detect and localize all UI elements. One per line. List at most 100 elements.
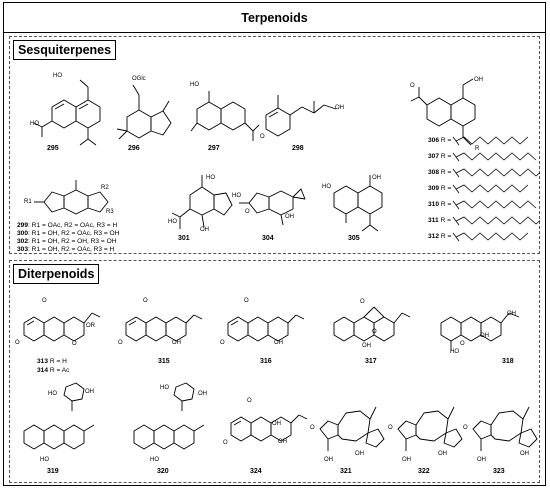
r-list-row: 308 R = (428, 168, 540, 178)
alkyl-chain-drawing (452, 232, 529, 242)
r-list-id: 312 (428, 233, 440, 240)
structure-319 (23, 382, 95, 450)
atom-label: O (247, 398, 252, 404)
figure-title: Terpenoids (4, 3, 545, 33)
structure-320 (133, 382, 205, 450)
compound-label-320: 320 (157, 468, 169, 475)
atom-label: O (245, 209, 250, 215)
atom-label: R2 (101, 185, 109, 191)
r-list-eq: R = (438, 217, 451, 224)
atom-label: O (260, 134, 265, 140)
alkyl-chain-drawing (452, 168, 540, 178)
atom-label: HO (190, 82, 199, 88)
r-list-row: 311 R = (428, 216, 540, 226)
atom-label: O (410, 83, 415, 89)
r-table-text: : R1 = OAc, R2 = OAc, R3 = H (28, 222, 118, 229)
r-list-row: 310 R = (428, 200, 537, 210)
atom-label: OH (274, 340, 283, 346)
atom-label: OH (520, 451, 529, 457)
atom-label: OH (402, 457, 411, 463)
atom-label: HO (48, 391, 57, 397)
atom-label: OH (85, 389, 94, 395)
structure-324 (230, 414, 308, 442)
structure-296 (116, 84, 172, 140)
atom-label: OH (372, 175, 381, 181)
atom-label: O (223, 440, 228, 446)
atom-label: OH (477, 457, 486, 463)
atom-label: O (118, 340, 123, 346)
atom-label: OH (474, 77, 483, 83)
r-list-row: 307 R = (428, 152, 537, 162)
compound-label-319: 319 (47, 468, 59, 475)
alkyl-chain-drawing (452, 136, 529, 146)
r-table-row: 300: R1 = OH, R2 = OAc, R3 = OH (17, 230, 119, 237)
compound-label-322: 322 (418, 468, 430, 475)
r-table-text: : R1 = OH, R2 = OH, R3 = OH (28, 238, 117, 245)
structure-304 (239, 188, 306, 226)
structure-318 (440, 312, 520, 351)
r-list-eq: R = (439, 153, 452, 160)
diterpenoids-panel: Diterpenoids O O O OR 313 R = H 314 R = … (9, 260, 540, 483)
atom-label: OH (324, 457, 333, 463)
compound-label-318: 318 (502, 358, 514, 365)
r-list-id: 310 (428, 201, 440, 208)
r-list-eq: R = (439, 185, 452, 192)
atom-label: O (143, 298, 148, 304)
atom-label: OH (362, 343, 371, 349)
atom-label: HO (160, 385, 169, 391)
atom-label: HO (450, 349, 459, 355)
alkyl-chain-drawing (452, 184, 529, 194)
atom-label: OH (438, 451, 447, 457)
atom-label: HO (168, 219, 177, 225)
r-list-id: 307 (428, 153, 440, 160)
compound-label-304: 304 (262, 235, 274, 242)
r-list-eq: R = (439, 201, 452, 208)
alkyl-chain-drawing (452, 216, 540, 226)
structure-315 (125, 314, 203, 342)
structure-298 (265, 95, 337, 137)
atom-label: OH (335, 105, 344, 111)
atom-label: O (310, 425, 315, 431)
sesquiterpenes-panel: Sesquiterpenes HO HO 295 OGlc 296 (9, 36, 540, 254)
compound-label-297: 297 (208, 145, 220, 152)
atom-label: O (244, 298, 249, 304)
r-table-text: : R1 = OH, R2 = OAc, R3 = H (28, 246, 115, 253)
atom-label: OH (198, 391, 207, 397)
atom-label: O (15, 340, 20, 346)
compound-label-323: 323 (493, 468, 505, 475)
atom-label: O (460, 341, 465, 347)
structure-297 (190, 91, 260, 141)
structure-313-314 (23, 312, 101, 342)
atom-label: OH (200, 227, 209, 233)
compound-label-296: 296 (128, 145, 140, 152)
compound-label-321: 321 (340, 468, 352, 475)
alkyl-chain-drawing (452, 200, 537, 210)
r-table-id: 302 (17, 238, 29, 245)
substituent-314: 314 R = Ac (37, 367, 70, 374)
diterpenoids-heading: Diterpenoids (13, 264, 100, 284)
compound-label-317: 317 (365, 358, 377, 365)
r-list-row: 312 R = (428, 232, 529, 242)
r-list-eq: R = (439, 137, 452, 144)
atom-label: O (220, 340, 225, 346)
r-list-id: 309 (428, 185, 440, 192)
figure-frame: Terpenoids Sesquiterpenes HO HO 295 OGlc… (3, 2, 546, 486)
r-table-id: 300 (17, 230, 29, 237)
structure-305 (333, 175, 383, 232)
atom-label: OH (355, 451, 364, 457)
structure-295 (33, 79, 101, 146)
compound-label-298: 298 (292, 145, 304, 152)
structure-316 (227, 314, 305, 342)
r-table-text: : R1 = OH, R2 = OAc, R3 = OH (28, 230, 120, 237)
substituent-313: 313 R = H (37, 358, 67, 365)
alkyl-chain-drawing (452, 152, 537, 162)
r-table-row: 302: R1 = OH, R2 = OH, R3 = OH (17, 238, 117, 245)
r-list-id: 311 (428, 217, 439, 224)
atom-label: OR (86, 323, 95, 329)
atom-label: OH (272, 421, 281, 427)
r-list-eq: R = (439, 169, 452, 176)
compound-label-315: 315 (158, 358, 170, 365)
atom-label: HO (150, 457, 159, 463)
atom-label: O (360, 299, 365, 305)
atom-label: HO (30, 121, 39, 127)
